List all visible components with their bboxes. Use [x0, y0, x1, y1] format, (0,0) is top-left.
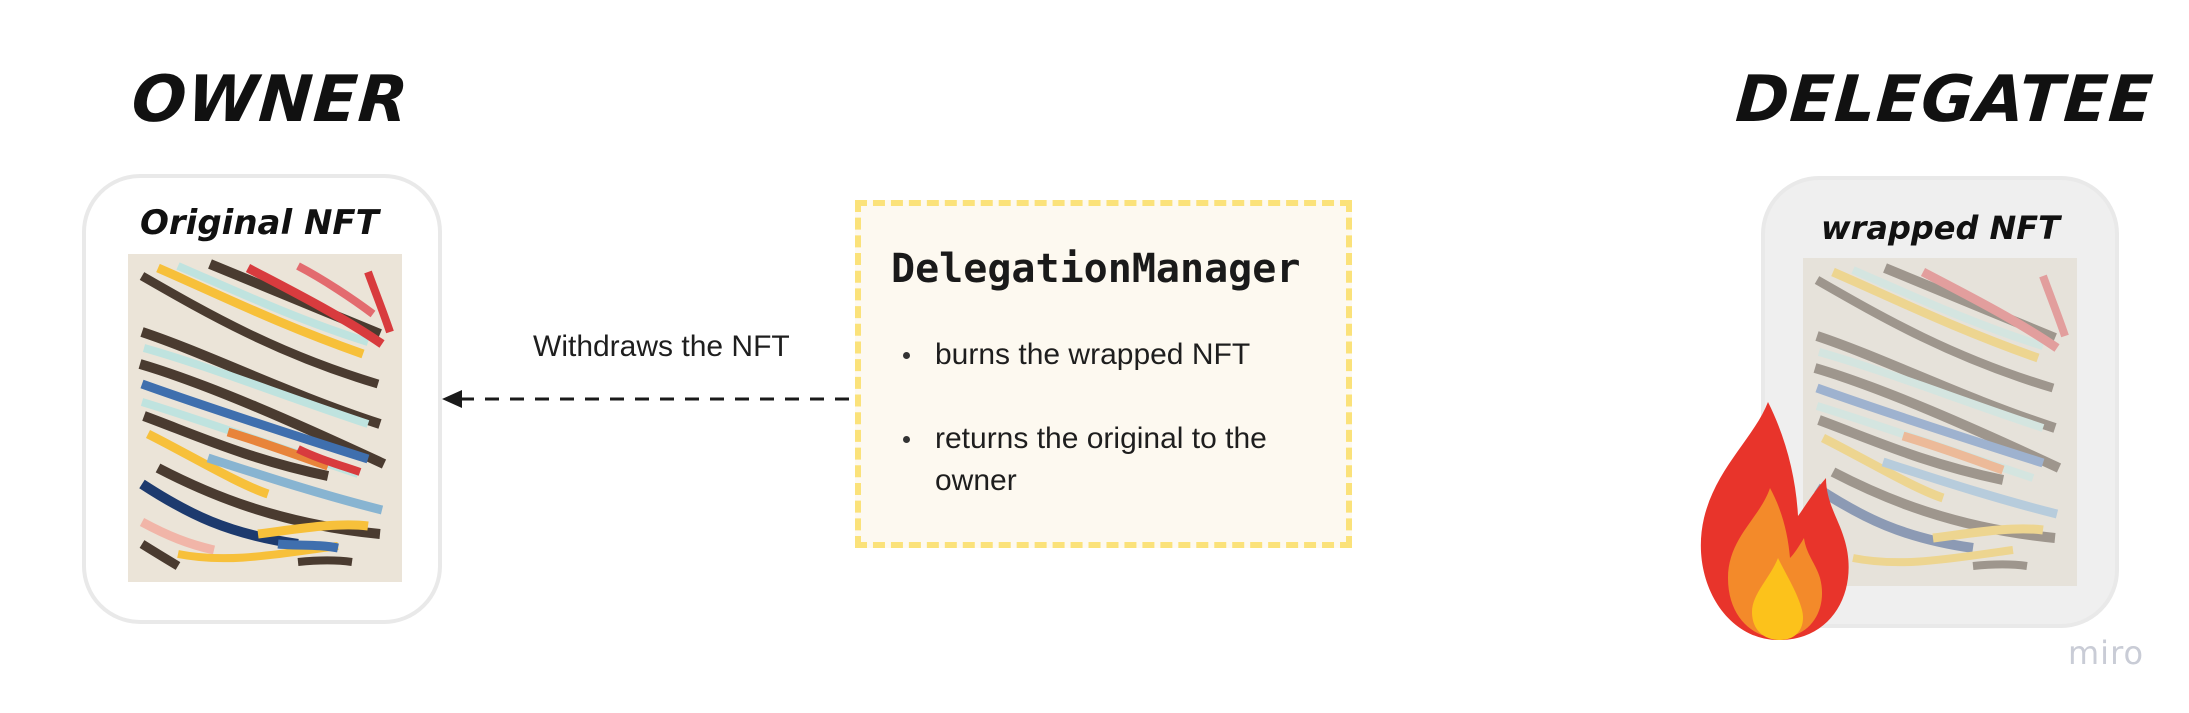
delegatee-heading: DELEGATEE: [1733, 63, 2156, 137]
original-nft-label: Original NFT: [140, 203, 379, 243]
manager-bullet-item: burns the wrapped NFT: [899, 334, 1309, 376]
delegation-manager-box[interactable]: DelegationManager burns the wrapped NFT …: [855, 200, 1352, 548]
wrapped-nft-artwork: [1803, 258, 2077, 586]
manager-bullet-list: burns the wrapped NFT returns the origin…: [899, 334, 1309, 544]
manager-bullet-text: returns the original to the owner: [935, 422, 1267, 497]
fire-icon: [1700, 402, 1849, 641]
withdraw-arrow: [442, 390, 854, 408]
withdraw-arrow-label: Withdraws the NFT: [533, 330, 790, 363]
wrapped-nft-label: wrapped NFT: [1821, 209, 2060, 247]
original-nft-artwork: [128, 254, 402, 582]
manager-bullet-item: returns the original to the owner: [899, 418, 1309, 502]
manager-bullet-text: burns the wrapped NFT: [935, 338, 1251, 371]
owner-heading: OWNER: [129, 63, 412, 137]
bullet-dot: [903, 436, 910, 443]
delegation-manager-title: DelegationManager: [891, 246, 1301, 292]
wrapped-nft-card[interactable]: wrapped NFT: [1761, 176, 2119, 628]
bullet-dot: [903, 352, 910, 359]
miro-watermark: miro: [2068, 634, 2145, 672]
original-nft-card[interactable]: Original NFT: [82, 174, 442, 624]
